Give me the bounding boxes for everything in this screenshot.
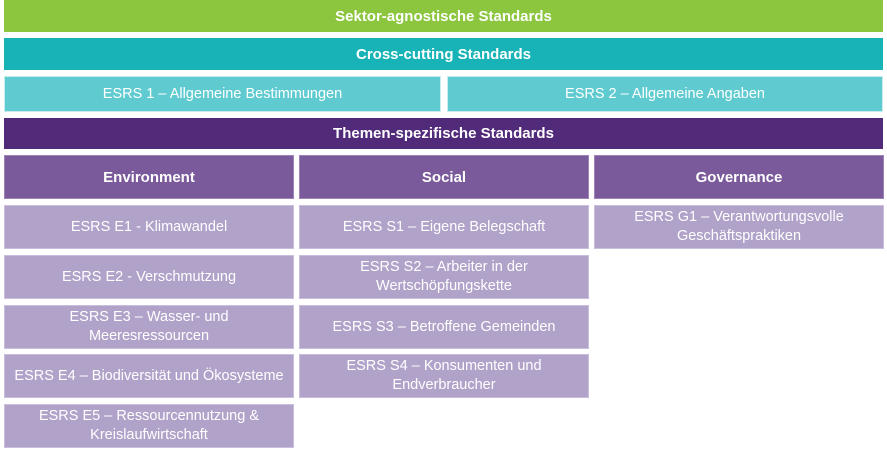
- esrs-s4-item: ESRS S4 – Konsumenten und Endverbraucher: [299, 354, 589, 398]
- esrs1-box: ESRS 1 – Allgemeine Bestimmungen: [4, 76, 441, 112]
- esrs-e1-item: ESRS E1 - Klimawandel: [4, 205, 294, 249]
- esrs2-box: ESRS 2 – Allgemeine Angaben: [447, 76, 883, 112]
- cross-cutting-standards-bar: Cross-cutting Standards: [4, 38, 883, 70]
- esrs-e2-item: ESRS E2 - Verschmutzung: [4, 255, 294, 299]
- governance-column-header: Governance: [594, 155, 884, 199]
- esrs-g1-item: ESRS G1 – Verantwortungsvolle Geschäftsp…: [594, 205, 884, 249]
- esrs-e4-item: ESRS E4 – Biodiversität und Ökosysteme: [4, 354, 294, 398]
- esrs-s3-item: ESRS S3 – Betroffene Gemeinden: [299, 305, 589, 349]
- environment-column-header: Environment: [4, 155, 294, 199]
- social-column-header: Social: [299, 155, 589, 199]
- sector-agnostic-standards-bar: Sektor-agnostische Standards: [4, 0, 883, 32]
- esrs-s2-item: ESRS S2 – Arbeiter in der Wertschöpfungs…: [299, 255, 589, 299]
- esrs-s1-item: ESRS S1 – Eigene Belegschaft: [299, 205, 589, 249]
- topic-specific-standards-bar: Themen-spezifische Standards: [4, 118, 883, 149]
- esrs-e3-item: ESRS E3 – Wasser- und Meeresressourcen: [4, 305, 294, 349]
- esrs-e5-item: ESRS E5 – Ressourcennutzung & Kreislaufw…: [4, 404, 294, 448]
